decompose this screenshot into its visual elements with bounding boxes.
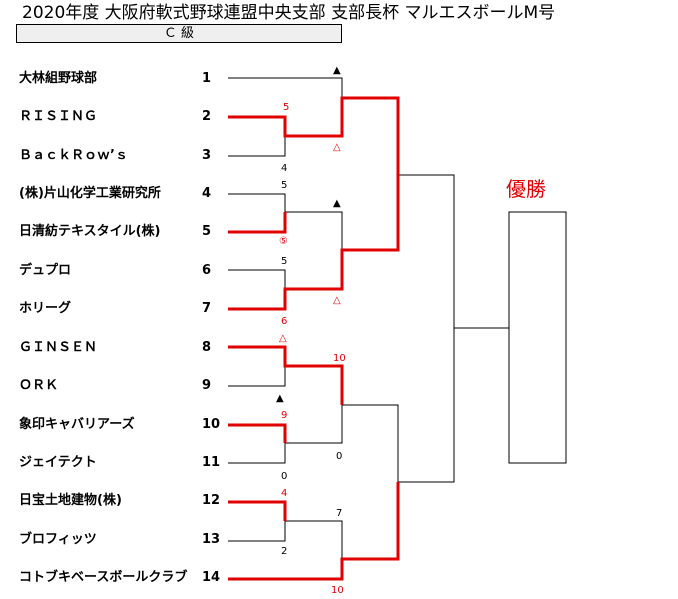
team-name: ＧＩＮＳＥＮ (19, 340, 98, 355)
team-number: 9 (202, 378, 212, 393)
team-name: ホリーグ (19, 301, 72, 316)
team-number: 3 (202, 148, 212, 163)
team-number: 1 (202, 71, 212, 86)
winner-line (228, 96, 400, 175)
team-name: (株)片山化学工業研究所 (19, 186, 161, 201)
winner-line (228, 175, 400, 311)
team-number: 12 (202, 493, 221, 508)
bracket-lines-black (228, 77, 567, 559)
triangle-filled-icon: ▲ (333, 65, 341, 76)
triangle-open-icon: △ (333, 142, 341, 153)
score-m7-top: 4 (281, 488, 288, 499)
team-row: コトブキベースボールクラブ 14 (19, 568, 224, 588)
winner-line (228, 345, 344, 405)
team-row: デュプロ 6 (19, 261, 224, 281)
champion-box (508, 211, 567, 464)
team-row: ブロフィッツ 13 (19, 530, 224, 550)
team-row: ＢａｃｋＲｏｗ’ｓ 3 (19, 146, 224, 166)
bracket-line (228, 521, 286, 542)
team-name: ＢａｃｋＲｏｗ’ｓ (19, 148, 128, 163)
bracket-line (228, 136, 286, 157)
team-number: 5 (202, 224, 212, 239)
bracket-line (285, 405, 343, 444)
team-name: ＯＲＫ (19, 378, 59, 393)
bracket-line (228, 193, 286, 212)
score-m8-bottom: 10 (331, 585, 344, 596)
team-number: 8 (202, 340, 212, 355)
winner-line (228, 500, 287, 521)
winner-line (228, 212, 287, 234)
team-name: コトブキベースボールクラブ (19, 570, 188, 585)
score-m7-bottom: 2 (281, 546, 288, 557)
team-name: 大林組野球部 (19, 71, 98, 86)
score-m5-top: 9 (281, 410, 288, 421)
team-row: ＯＲＫ 9 (19, 376, 224, 396)
score-m2-bottom: ⑤ (279, 236, 288, 247)
winner-line (228, 482, 400, 581)
team-name: 日宝土地建物(株) (19, 493, 122, 508)
champion-label: 優勝 (506, 177, 546, 201)
team-name: デュプロ (19, 263, 72, 278)
triangle-filled-icon: ▲ (333, 198, 341, 209)
winner-line (228, 423, 287, 443)
score-m2-top: 5 (281, 180, 288, 191)
score-m8-top: 7 (336, 508, 343, 519)
team-row: ホリーグ 7 (19, 299, 224, 319)
bracket-line (228, 443, 286, 464)
bracket-line (228, 366, 286, 387)
team-row: 象印キャバリアーズ 10 (19, 415, 224, 435)
triangle-open-icon: △ (333, 295, 341, 306)
team-number: 14 (202, 570, 221, 585)
bracket-line (398, 328, 455, 483)
team-row: 日清紡テキスタイル(株) 5 (19, 222, 224, 242)
triangle-open-icon: △ (279, 333, 287, 344)
team-number: 2 (202, 109, 212, 124)
team-row: ジェイテクト 11 (19, 453, 224, 473)
team-name: ＲＩＳＩＮＧ (19, 109, 98, 124)
team-number: 11 (202, 455, 221, 470)
bracket-lines-red (228, 96, 400, 581)
score-m3-top: 5 (281, 256, 288, 267)
score-m3-bottom: 6 (281, 316, 288, 327)
bracket-line (228, 269, 286, 289)
team-name: 象印キャバリアーズ (19, 417, 135, 432)
score-m1-top: 5 (283, 102, 290, 113)
team-number: 7 (202, 301, 212, 316)
team-row: (株)片山化学工業研究所 4 (19, 184, 224, 204)
team-row: 日宝土地建物(株) 12 (19, 491, 224, 511)
team-row: 大林組野球部 1 (19, 69, 224, 89)
team-name: ブロフィッツ (19, 532, 97, 547)
bracket-line (285, 520, 343, 559)
team-number: 4 (202, 186, 212, 201)
bracket-line (342, 404, 399, 482)
team-name: ジェイテクト (19, 455, 97, 470)
page-title: 2020年度 大阪府軟式野球連盟中央支部 支部長杯 マルエスボールM号 (22, 3, 556, 23)
score-m4-top: 10 (333, 353, 346, 364)
team-number: 13 (202, 532, 221, 547)
score-m1-bottom: 4 (281, 163, 288, 174)
score-m6-top: 0 (336, 451, 343, 462)
team-row: ＲＩＳＩＮＧ 2 (19, 107, 224, 127)
score-m5-bottom: 0 (281, 471, 288, 482)
class-label: Ｃ 級 (16, 24, 342, 43)
bracket-line (398, 174, 455, 328)
triangle-filled-icon: ▲ (276, 393, 284, 404)
team-name: 日清紡テキスタイル(株) (19, 224, 161, 239)
team-row: ＧＩＮＳＥＮ 8 (19, 338, 224, 358)
bracket-line (285, 211, 343, 250)
team-number: 10 (202, 417, 221, 432)
bracket-line (228, 77, 343, 98)
team-number: 6 (202, 263, 212, 278)
